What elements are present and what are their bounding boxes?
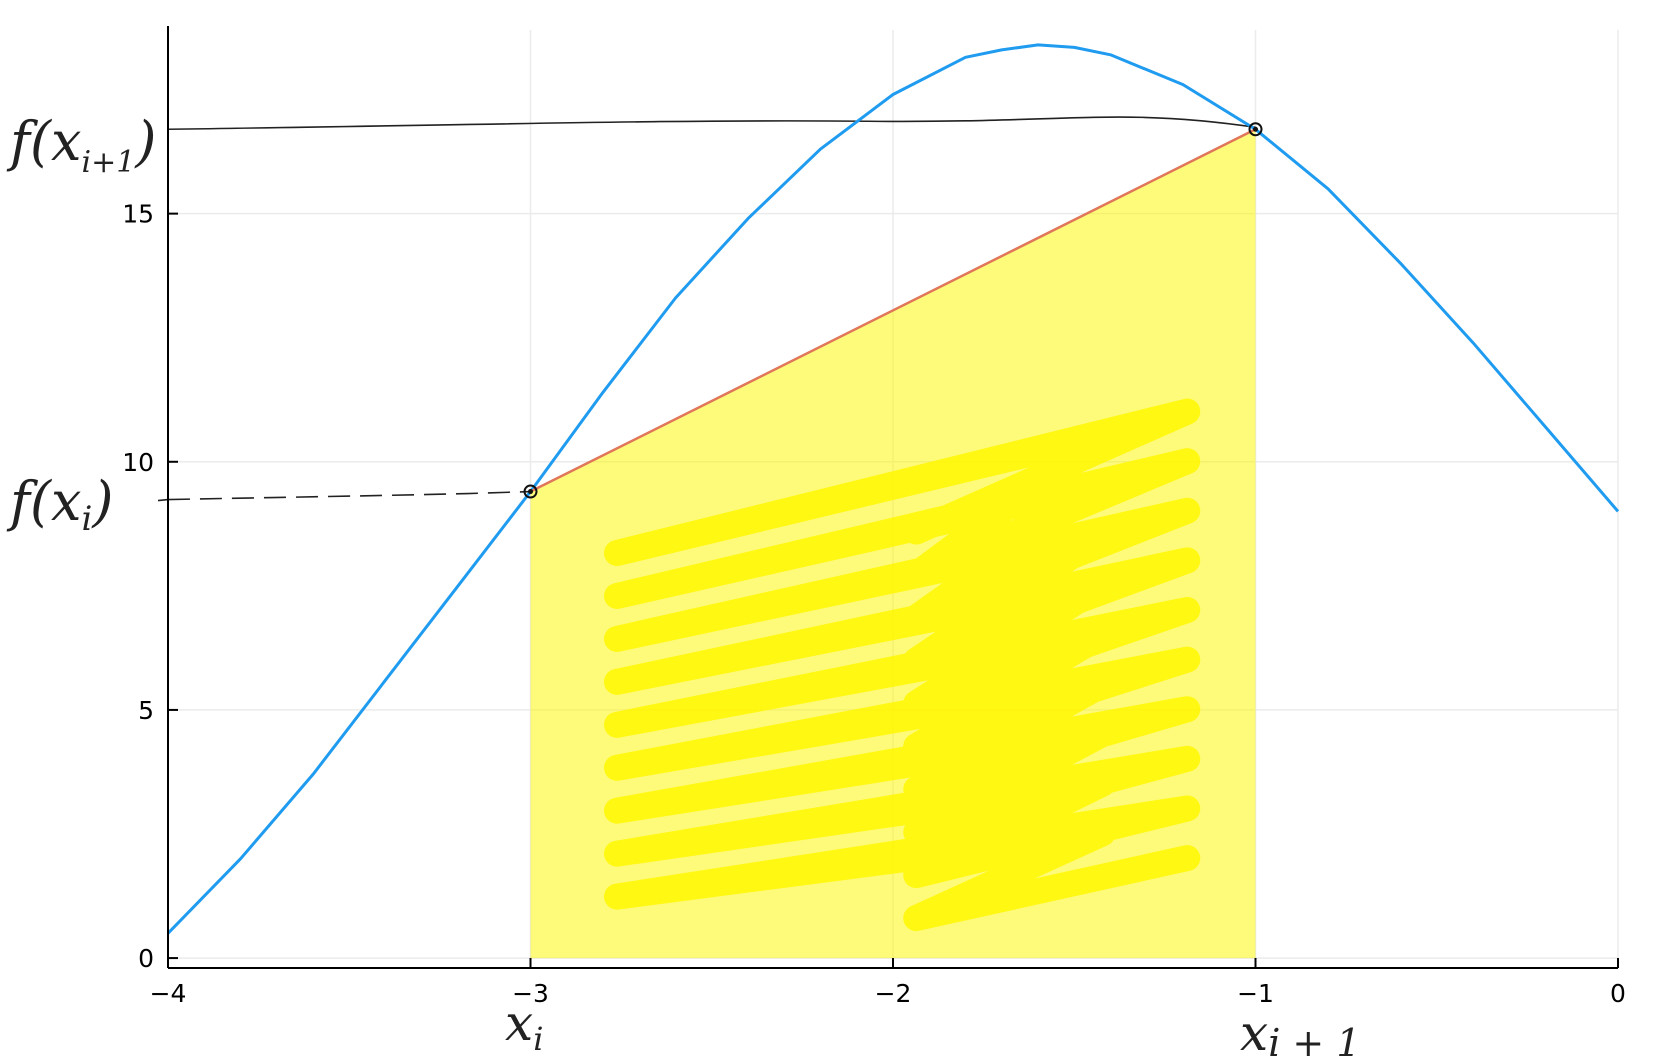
annotation-f-x-i-plus-1: f(xi+1) (6, 110, 156, 180)
x-tick-label: −3 (512, 979, 549, 1008)
annotation-x-i-plus-1: xi + 1 (1240, 1004, 1361, 1064)
y-tick-label: 10 (122, 448, 154, 477)
data-point-x-i (523, 484, 538, 499)
tick-labels: −4 −3 −2 −1 0 0 5 10 15 (122, 200, 1626, 1008)
x-tick-label: 0 (1610, 979, 1626, 1008)
x-tick-label: −2 (875, 979, 912, 1008)
x-tick-label: −1 (1237, 979, 1274, 1008)
guide-line-stub (157, 498, 169, 502)
data-point-x-i-plus-1 (1248, 122, 1263, 137)
data-point-center (1253, 126, 1258, 132)
guide-line-f-x-i-plus-1 (167, 116, 1256, 131)
highlighted-area (530, 129, 1256, 959)
y-tick-label: 5 (138, 696, 154, 725)
annotation-f-x-i: f(xi) (6, 470, 113, 539)
axes (167, 26, 1619, 969)
series-layer (166, 43, 1620, 935)
guide-lines (157, 116, 1256, 502)
data-point-center (528, 489, 533, 495)
guide-line-f-x-i (167, 490, 531, 501)
chord-line (529, 128, 1257, 493)
marker-scribble (604, 398, 1201, 932)
y-tick-label: 15 (122, 200, 154, 229)
x-tick-label: −4 (150, 979, 187, 1008)
annotation-x-i: xi (505, 994, 543, 1058)
series-line-0 (166, 43, 1620, 935)
y-tick-label: 0 (138, 944, 154, 973)
